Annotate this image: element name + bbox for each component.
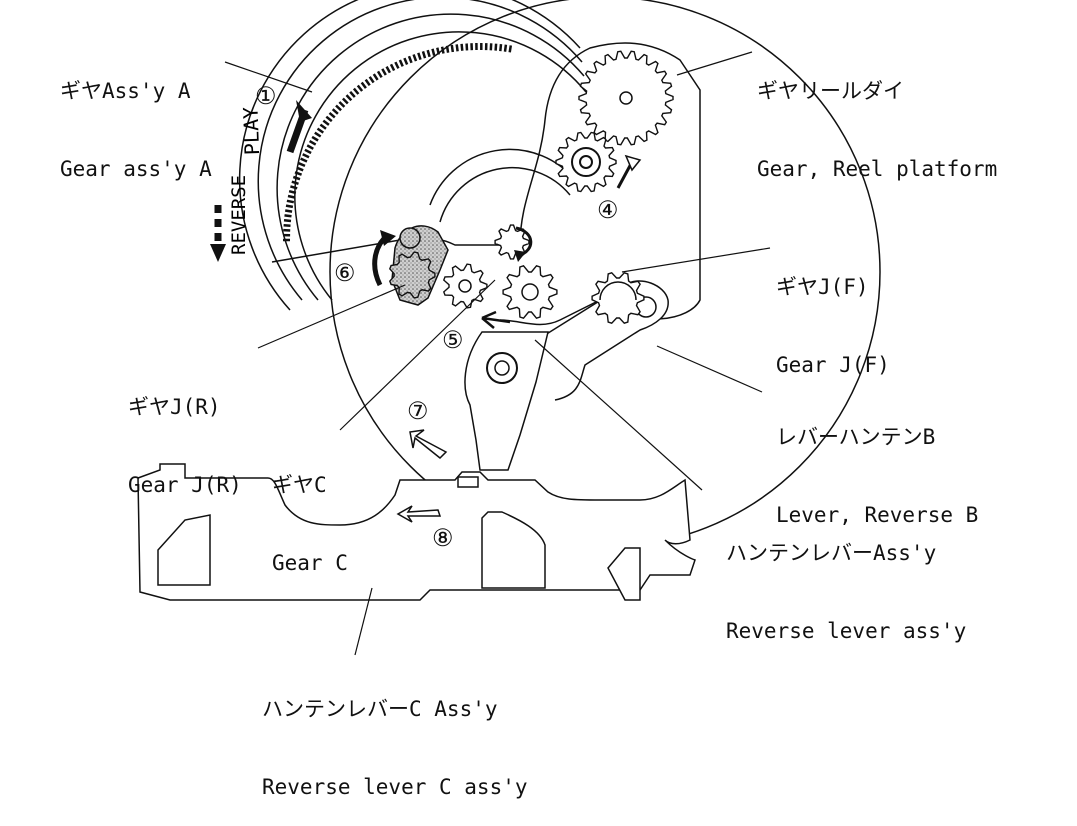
- label-gear-c-en: Gear C: [272, 551, 348, 575]
- label-gear-reel-platform: ギヤリールダイ Gear, Reel platform: [757, 26, 997, 208]
- step-1-marker: ①: [255, 82, 277, 110]
- label-gear-jr-en: Gear J(R): [128, 473, 242, 497]
- reverse-lever-assy: [464, 331, 549, 471]
- reverse-lever-c-assy: [137, 463, 696, 601]
- step-7-marker: ⑦: [407, 397, 429, 425]
- step-6-marker: ⑥: [334, 259, 356, 287]
- label-reverse-lever-c-assy: ハンテンレバーC Ass'y Reverse lever C ass'y: [262, 644, 528, 826]
- label-lever-reverse-b: レバーハンテンB Lever, Reverse B: [776, 372, 978, 554]
- reverse-label: REVERSE: [228, 174, 250, 255]
- reverse-direction-label: REVERSE: [228, 130, 258, 260]
- label-gear-jr-jp: ギヤJ(R): [128, 395, 221, 419]
- label-gear-jr: ギヤJ(R) Gear J(R): [128, 342, 242, 524]
- ring-teeth-path: [283, 42, 513, 242]
- step-7-arrow: [409, 429, 448, 460]
- diagram-stage: PLAY REVERSE ① ④ ⑤ ⑥ ⑦ ⑧ ギヤAss'y A Gear …: [60, 0, 997, 799]
- label-reverse-lever-assy: ハンテンレバーAss'y Reverse lever ass'y: [726, 488, 966, 670]
- leader-lines: [224, 51, 771, 656]
- label-gear-jf-jp: ギヤJ(F): [776, 275, 869, 299]
- label-lever-reverse-b-jp: レバーハンテンB: [776, 425, 936, 449]
- label-reverse-lever-c-assy-jp: ハンテンレバーC Ass'y: [262, 697, 498, 721]
- label-gear-assy-a: ギヤAss'y A Gear ass'y A: [60, 26, 212, 208]
- step-5-marker: ⑤: [442, 326, 464, 354]
- label-reverse-lever-assy-jp: ハンテンレバーAss'y: [726, 541, 937, 565]
- label-gear-jf: ギヤJ(F) Gear J(F): [776, 222, 890, 404]
- label-lever-reverse-b-en: Lever, Reverse B: [776, 503, 979, 527]
- label-gear-reel-platform-en: Gear, Reel platform: [757, 157, 998, 181]
- step-5-arrow: [481, 310, 511, 329]
- step-8-marker: ⑧: [432, 524, 454, 552]
- gear-assy-a: [238, 0, 587, 311]
- label-reverse-lever-assy-en: Reverse lever ass'y: [726, 619, 967, 643]
- label-gear-assy-a-en: Gear ass'y A: [60, 157, 212, 181]
- step-8-arrow: [396, 505, 442, 523]
- label-reverse-lever-c-assy-en: Reverse lever C ass'y: [262, 775, 528, 799]
- step-4-marker: ④: [597, 196, 619, 224]
- label-gear-reel-platform-jp: ギヤリールダイ: [757, 79, 904, 103]
- label-gear-c-jp: ギヤC: [272, 473, 327, 497]
- mechanism-drawing: [137, 0, 881, 656]
- label-gear-jf-en: Gear J(F): [776, 353, 890, 377]
- gear-reel-platform: [555, 50, 674, 193]
- hub-opening: [429, 148, 576, 206]
- label-gear-c: ギヤC Gear C: [272, 420, 348, 602]
- label-gear-assy-a-jp: ギヤAss'y A: [60, 79, 191, 103]
- gear-assy-a-teeth: [283, 42, 513, 242]
